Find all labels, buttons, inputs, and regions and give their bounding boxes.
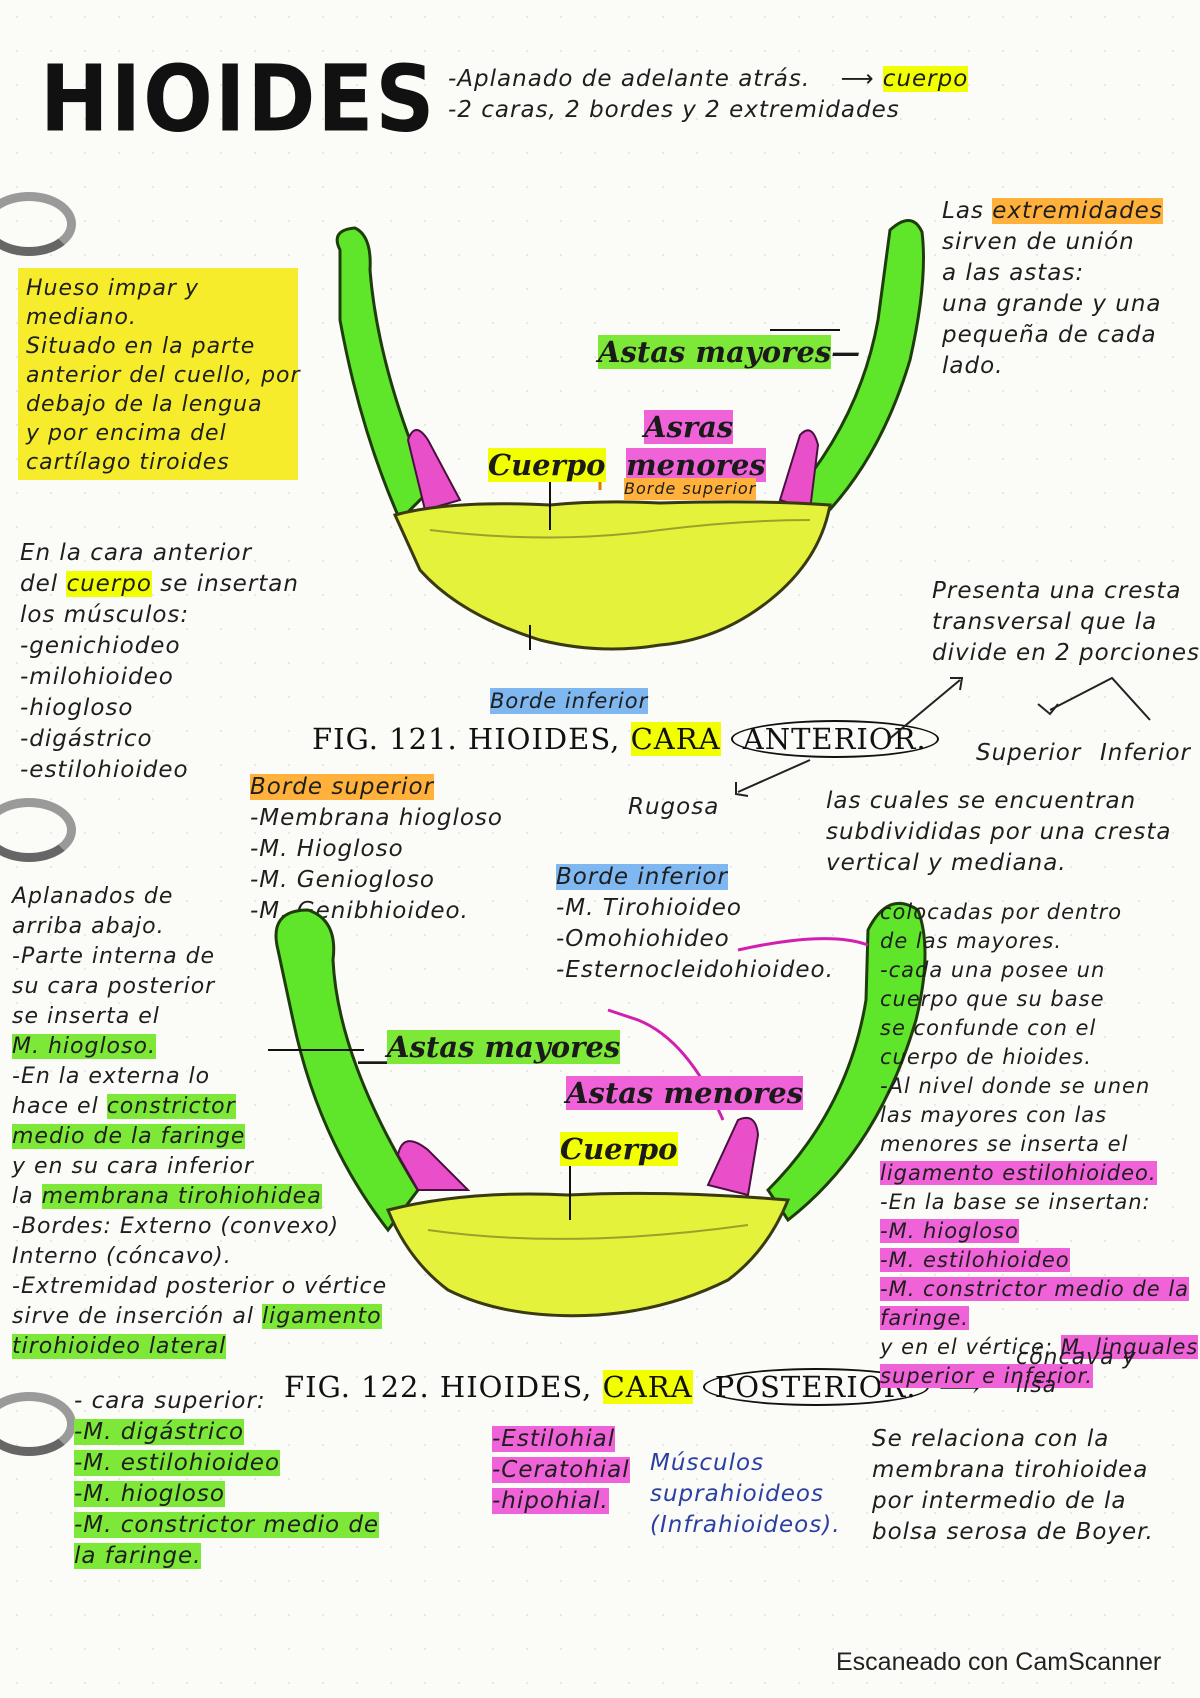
binder-ring-bottom <box>0 1392 76 1456</box>
concava-lisa-note: cóncava y lisa <box>1016 1345 1137 1398</box>
fig121-caption-cara: CARA <box>630 722 721 756</box>
fig121-label-borde-superior: Borde superior <box>624 478 757 500</box>
cuerpo-highlight: cuerpo <box>66 571 152 597</box>
tirohioideo-highlight: tirohioideo lateral <box>12 1334 227 1359</box>
fig122-label-cuerpo: Cuerpo <box>560 1132 678 1166</box>
fig121-label-borde-inferior: Borde inferior <box>490 688 649 714</box>
scanner-watermark: Escaneado con CamScanner <box>836 1648 1162 1676</box>
borde-superior-heading: Borde superior <box>250 774 435 800</box>
yellow-note-line: debajo de la lengua <box>26 392 263 417</box>
yellow-sticky-note: Hueso impar y mediano. Situado en la par… <box>18 268 301 480</box>
bolsa-serosa-note: Se relaciona con la membrana tirohioidea… <box>872 1426 1154 1545</box>
medio-faringe-highlight: medio de la faringe <box>12 1124 246 1149</box>
porcion-inferior: Inferior <box>1100 740 1191 766</box>
linguales-highlight: M. linguales <box>1060 1335 1199 1359</box>
extremidades-note: Las extremidades sirven de unión a las a… <box>942 198 1163 379</box>
musculos-note: Músculos suprahioideos (Infrahioideos). <box>650 1450 841 1538</box>
constrictor-highlight: constrictor <box>106 1094 236 1119</box>
intro-line-2: -2 caras, 2 bordes y 2 extremidades <box>448 97 900 123</box>
yellow-note-line: mediano. <box>26 305 137 330</box>
fig122-caption-cara: CARA <box>602 1370 693 1404</box>
rugosa-label: Rugosa <box>628 794 720 820</box>
fig121-label-astas-mayores: Astas mayores— <box>598 335 861 369</box>
borde-inferior-heading: Borde inferior <box>556 864 728 890</box>
ligamento-highlight: ligamento <box>261 1304 382 1329</box>
hyoid-anterior-illustration <box>335 219 925 651</box>
hiogloso-highlight: M. hiogloso. <box>12 1034 156 1059</box>
ligamento-estilohioideo-highlight: ligamento estilohioideo. <box>880 1161 1157 1185</box>
borde-superior-block: Borde superior -Membrana hiogloso -M. Hi… <box>250 774 503 924</box>
fig121-label-astas-menores-2: menores <box>626 448 766 482</box>
porcion-superior: Superior <box>976 740 1082 766</box>
yellow-note-line: anterior del cuello, por <box>26 363 301 388</box>
porciones-arrows <box>887 676 1151 741</box>
intro-line-1: -Aplanado de adelante atrás. ⟶ cuerpo <box>448 66 969 92</box>
astas-menores-note: colocadas por dentro de las mayores. -ca… <box>880 900 1199 1388</box>
fig121-caption-face: ANTERIOR. <box>730 720 939 758</box>
borde-inferior-block: Borde inferior -M. Tirohioideo -Omohiohi… <box>556 864 834 983</box>
fig122-label-astas-mayores: __Astas mayores <box>358 1030 621 1064</box>
intro-notes: -Aplanado de adelante atrás. ⟶ cuerpo -2… <box>448 64 969 126</box>
yellow-note-line: Situado en la parte <box>26 334 256 359</box>
binder-ring-middle <box>0 798 76 862</box>
rugosa-arrow <box>735 759 811 797</box>
cara-superior-list: - cara superior: -M. digástrico -M. esti… <box>74 1388 380 1569</box>
intro-cuerpo-highlight: cuerpo <box>882 66 969 92</box>
fig121-caption: FIG. 121. HIOIDES, CARA ANTERIOR. <box>312 720 939 758</box>
yellow-note-line: cartílago tiroides <box>26 450 230 475</box>
cresta-note: Presenta una cresta transversal que la d… <box>932 578 1200 666</box>
fig122-caption: FIG. 122. HIOIDES, CARA POSTERIOR. ⟶ <box>284 1368 981 1406</box>
fig122-label-astas-menores: Astas menores <box>566 1076 804 1110</box>
subdivididas-note: las cuales se encuentran subdivididas po… <box>826 788 1172 876</box>
fig121-label-astas-menores-1: Asras <box>644 410 734 444</box>
hyoid-posterior-illustration <box>268 901 927 1318</box>
yellow-note-line: Hueso impar y <box>26 276 199 301</box>
superior-inferior-highlight: superior e inferior. <box>880 1364 1093 1388</box>
hial-list: -Estilohial -Ceratohial -hipohial. <box>492 1426 630 1514</box>
astas-mayores-posterior-note: Aplanados de arriba abajo. -Parte intern… <box>12 884 388 1359</box>
membrana-highlight: membrana tirohiohidea <box>41 1184 322 1209</box>
extremidades-highlight: extremidades <box>992 198 1163 224</box>
cara-anterior-note: En la cara anterior del cuerpo se insert… <box>20 540 299 783</box>
binder-ring-top <box>0 192 76 256</box>
yellow-note-line: y por encima del <box>26 421 227 446</box>
fig121-label-cuerpo: Cuerpo <box>488 448 606 482</box>
page-title: HIOIDES <box>40 46 437 153</box>
